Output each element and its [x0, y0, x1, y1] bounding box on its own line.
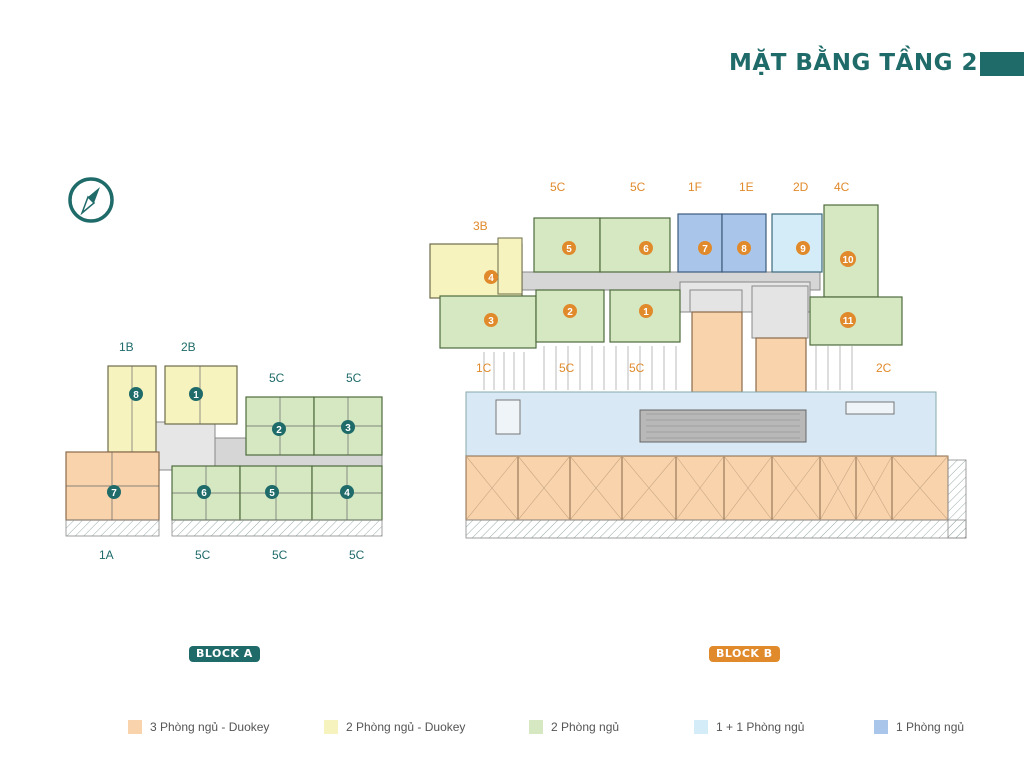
block-b-type-5C-2: 5C	[630, 180, 646, 194]
legend-swatch	[694, 720, 708, 734]
legend-label: 3 Phòng ngủ - Duokey	[150, 720, 270, 734]
legend-swatch	[128, 720, 142, 734]
block-a-number-markers: 1 2 3 4 5 6 7 8	[107, 387, 355, 499]
block-a-badge: BLOCK A	[189, 646, 260, 662]
block-b-type-5C-1: 5C	[550, 180, 566, 194]
block-b-unit-7	[677, 213, 723, 273]
block-b-type-5C-3: 5C	[559, 361, 575, 375]
block-b-type-1E: 1E	[739, 180, 754, 194]
block-b-badge: BLOCK B	[709, 646, 780, 662]
title-accent-bar	[980, 52, 1024, 76]
block-a-type-5C-5: 5C	[349, 548, 365, 562]
block-b-no-9: 9	[800, 244, 806, 255]
block-a-no-6: 6	[201, 488, 207, 499]
block-a-type-1B: 1B	[119, 340, 134, 354]
block-a-no-8: 8	[133, 390, 139, 401]
block-b-plan	[429, 204, 967, 539]
legend-item-one-bed: 1 Phòng ngủ	[874, 720, 964, 734]
block-a-no-5: 5	[269, 488, 275, 499]
block-b-unit-9	[771, 213, 823, 273]
block-a-no-1: 1	[193, 390, 199, 401]
legend-item-two-bed-duokey: 2 Phòng ngủ - Duokey	[324, 720, 465, 734]
block-a-type-5C-4: 5C	[272, 548, 288, 562]
block-b-unit-6	[599, 217, 671, 273]
block-b-type-4C: 4C	[834, 180, 850, 194]
block-b-unit-11	[809, 296, 903, 346]
block-b-number-markers: 1 2 3 4 5 6 7 8 9 10 11	[484, 241, 856, 328]
block-b-type-1F: 1F	[688, 180, 703, 194]
block-b-no-3: 3	[488, 316, 494, 327]
block-a-type-2B: 2B	[181, 340, 196, 354]
block-b-no-4: 4	[488, 273, 494, 284]
block-b-no-10: 10	[842, 255, 854, 266]
block-a-no-7: 7	[111, 488, 117, 499]
block-b-no-6: 6	[643, 244, 649, 255]
legend-label: 2 Phòng ngủ - Duokey	[346, 720, 466, 734]
block-b-type-2C: 2C	[876, 361, 892, 375]
block-b-type-2D: 2D	[793, 180, 809, 194]
block-b-type-1C: 1C	[476, 361, 492, 375]
legend-label: 1 + 1 Phòng ngủ	[716, 720, 805, 734]
block-b-type-3B: 3B	[473, 219, 488, 233]
block-b-no-11: 11	[843, 316, 854, 327]
block-a-type-5C-2: 5C	[346, 371, 362, 385]
legend-label: 1 Phòng ngủ	[896, 720, 965, 734]
block-b-no-1: 1	[643, 307, 649, 318]
block-a-no-3: 3	[345, 423, 351, 434]
legend-item-one-plus-one: 1 + 1 Phòng ngủ	[694, 720, 804, 734]
block-a-no-4: 4	[344, 488, 350, 499]
page-title: MẶT BẰNG TẦNG 2	[729, 50, 978, 76]
legend-swatch	[324, 720, 338, 734]
legend-item-three-bed-duokey: 3 Phòng ngủ - Duokey	[128, 720, 269, 734]
legend-label: 2 Phòng ngủ	[551, 720, 620, 734]
block-a-no-2: 2	[276, 425, 282, 436]
block-b-type-5C-4: 5C	[629, 361, 645, 375]
block-b-unit-10	[823, 204, 879, 298]
block-a-type-5C-1: 5C	[269, 371, 285, 385]
block-a-type-5C-3: 5C	[195, 548, 211, 562]
compass-icon	[68, 177, 114, 223]
block-b-no-8: 8	[741, 244, 747, 255]
block-b-no-2: 2	[567, 307, 573, 318]
legend-swatch	[874, 720, 888, 734]
block-a-type-1A: 1A	[99, 548, 114, 562]
block-b-no-5: 5	[566, 244, 572, 255]
block-b-no-7: 7	[702, 244, 708, 255]
legend-swatch	[529, 720, 543, 734]
block-a-plan	[65, 365, 383, 537]
legend-item-two-bed: 2 Phòng ngủ	[529, 720, 619, 734]
